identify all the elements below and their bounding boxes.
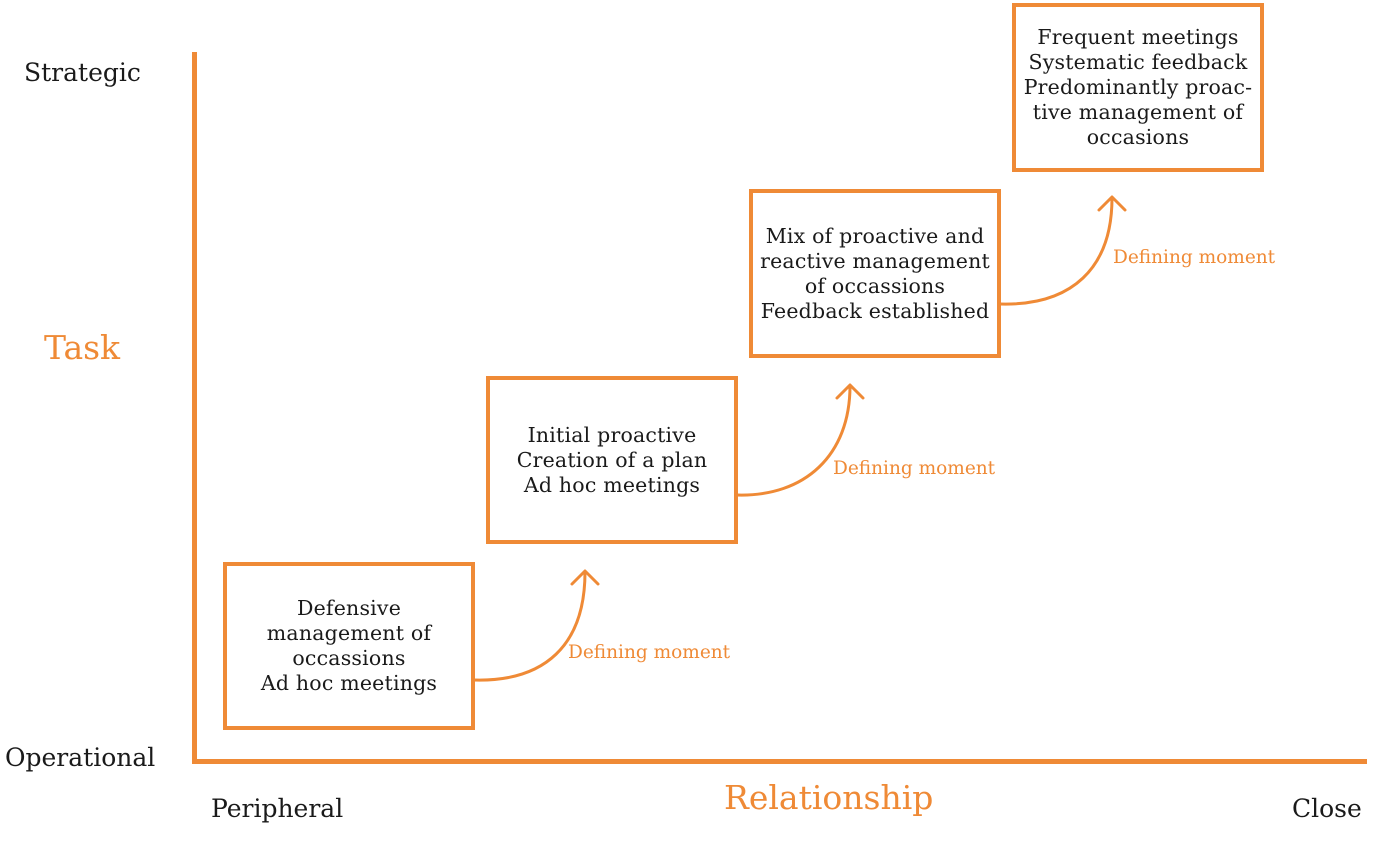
stage-3-line: Feedback established xyxy=(760,298,990,323)
y-axis-top-label: Strategic xyxy=(24,58,141,87)
stage-1-line: Defensive xyxy=(296,596,402,620)
y-axis-title: Task xyxy=(44,328,121,367)
stage-1-line: management of xyxy=(266,621,432,645)
stage-2-line: Ad hoc meetings xyxy=(523,472,701,497)
stage-box-3: Mix of proactive and reactive management… xyxy=(749,189,1001,358)
stage-4-line: Frequent meetings xyxy=(1037,25,1239,49)
transition-arrow-3 xyxy=(998,196,1114,306)
stage-3-line: Mix of proactive and xyxy=(765,223,985,248)
transition-label-3: Defining moment xyxy=(1113,247,1276,268)
stage-4-line: tive management of xyxy=(1032,100,1244,124)
transition-label-2: Defining moment xyxy=(833,458,996,479)
stage-3-line: of occassions xyxy=(804,273,946,298)
stage-4-line: occasions xyxy=(1086,125,1190,149)
transition-arrowhead-3 xyxy=(1097,195,1127,212)
stage-box-4: Frequent meetings Systematic feedback Pr… xyxy=(1012,3,1264,172)
stage-1-line: Ad hoc meetings xyxy=(260,671,438,695)
transition-label-1: Defining moment xyxy=(568,642,731,663)
y-axis-line xyxy=(192,52,197,764)
transition-arrowhead-2 xyxy=(835,383,865,400)
stage-4-line: Predominantly proac- xyxy=(1023,75,1253,99)
x-axis-line xyxy=(192,759,1367,764)
stage-box-2: Initial proactive Creation of a plan Ad … xyxy=(486,376,738,544)
stage-2-line: Creation of a plan xyxy=(516,447,708,472)
x-axis-title: Relationship xyxy=(724,778,934,817)
y-axis-bottom-label: Operational xyxy=(5,743,156,772)
stage-3-line: reactive management xyxy=(760,248,990,273)
stage-4-line: Systematic feedback xyxy=(1028,50,1248,74)
stage-box-1: Defensive management of occassions Ad ho… xyxy=(223,562,475,730)
transition-arrow-1 xyxy=(472,570,587,682)
x-axis-left-label: Peripheral xyxy=(211,794,344,823)
transition-arrowhead-1 xyxy=(570,569,600,586)
stage-2-line: Initial proactive xyxy=(527,422,697,447)
stage-1-line: occassions xyxy=(292,646,406,670)
x-axis-right-label: Close xyxy=(1292,794,1362,823)
